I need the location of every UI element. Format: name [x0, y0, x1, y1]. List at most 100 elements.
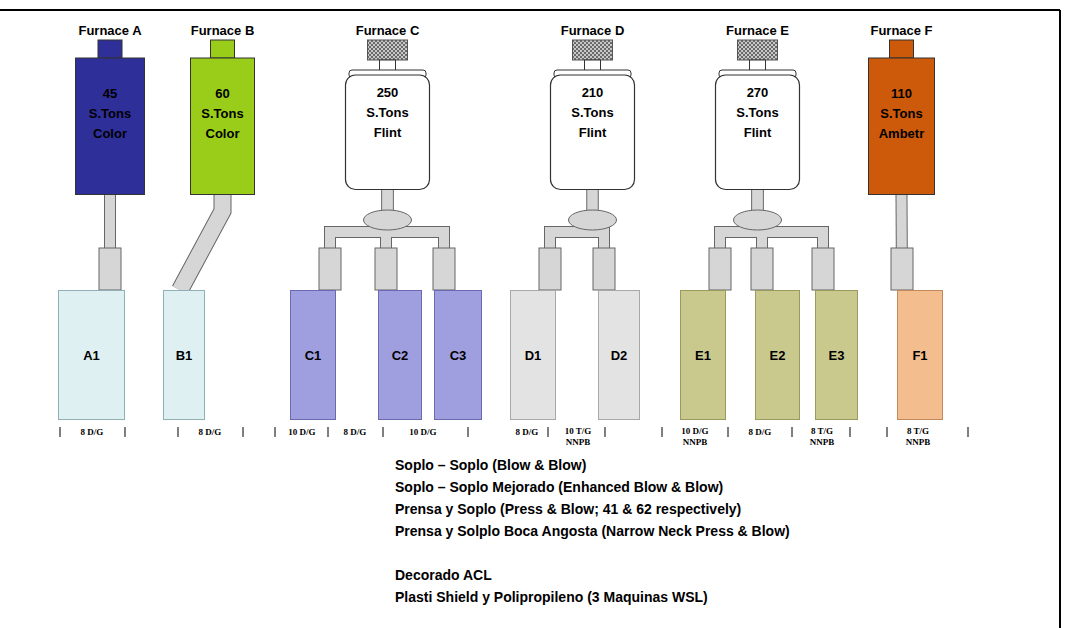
furnace-capacity: Color: [190, 124, 255, 144]
furnace-text-holder: 250S.TonsFlint: [345, 83, 430, 143]
distributor: [734, 210, 782, 230]
furnace-heading-holder: Furnace A: [78, 21, 141, 40]
furnace-name: Furnace F: [870, 23, 932, 38]
feeder-block: [751, 248, 773, 290]
furnace-text-holder: 110S.TonsAmbetr: [868, 84, 935, 144]
furnace-name: Furnace D: [561, 23, 625, 38]
feeder-casing: [180, 195, 223, 290]
machine-spec: 8 T/G NNPB: [802, 426, 842, 448]
machine-name: C2: [392, 348, 409, 363]
furnace-shape: [345, 18, 430, 190]
feeder-block: [375, 248, 397, 290]
furnace-box: Furnace B 60S.TonsColor: [190, 18, 255, 195]
furnace-box: Furnace C 250S.TonsFlint: [345, 18, 430, 190]
furnace-heading-holder: Furnace F: [870, 21, 932, 40]
machine-box: D1: [510, 290, 556, 420]
process-note: Prensa y Soplo (Press & Blow; 41 & 62 re…: [395, 500, 741, 518]
feeder-block: [99, 248, 121, 290]
furnace-text-holder: 45S.TonsColor: [75, 84, 145, 144]
process-note: Soplo – Soplo (Blow & Blow): [395, 456, 586, 474]
furnace-heading-holder: Furnace B: [191, 21, 255, 40]
machine-name: E3: [829, 348, 845, 363]
furnace-body: [346, 75, 430, 190]
feeder-block: [709, 248, 731, 290]
furnace-heading-holder: Furnace C: [356, 21, 420, 40]
furnace-capacity: 60: [190, 84, 255, 104]
machine-box: E3: [815, 290, 858, 420]
furnace-text-holder: 270S.TonsFlint: [715, 83, 800, 143]
machine-name: D1: [525, 348, 542, 363]
machine-name: E1: [695, 348, 711, 363]
frame-line: [0, 9, 1060, 11]
furnace-neck: [211, 40, 235, 58]
machine-spec: 8 D/G: [81, 427, 104, 438]
machine-box: C3: [434, 290, 482, 420]
furnace-capacity: 110: [868, 84, 935, 104]
feeder-block: [812, 248, 834, 290]
machine-name: E2: [770, 348, 786, 363]
machine-name: D2: [611, 348, 628, 363]
furnace-box: Furnace A 45S.TonsColor: [75, 18, 145, 195]
furnace-capacity: 270: [715, 83, 800, 103]
machine-box: E1: [680, 290, 726, 420]
furnace-box: Furnace F 110S.TonsAmbetr: [868, 18, 935, 195]
process-note: Decorado ACL: [395, 566, 492, 584]
machine-box: F1: [897, 290, 943, 420]
process-note: Soplo – Soplo Mejorado (Enhanced Blow & …: [395, 478, 723, 496]
burner-hood: [738, 40, 778, 60]
furnace-capacity: S.Tons: [715, 103, 800, 123]
machine-spec: 10 D/G NNPB: [675, 426, 715, 448]
machine-box: A1: [58, 290, 125, 420]
furnace-capacity: Flint: [345, 123, 430, 143]
furnace-name: Furnace B: [191, 23, 255, 38]
frame-line: [1059, 10, 1061, 628]
furnace-name: Furnace C: [356, 23, 420, 38]
furnace-heading-holder: Furnace E: [726, 21, 789, 40]
machine-name: C3: [450, 348, 467, 363]
furnace-body: [191, 58, 255, 195]
machine-box: C1: [290, 290, 336, 420]
furnace-body: [869, 58, 935, 195]
furnace-shape: [550, 18, 635, 190]
furnace-capacity: 250: [345, 83, 430, 103]
furnace-capacity: S.Tons: [75, 104, 145, 124]
furnace-capacity: Flint: [550, 123, 635, 143]
machine-spec: 8 D/G: [344, 427, 367, 438]
feeder-block: [319, 248, 341, 290]
machine-spec: 10 T/G NNPB: [558, 426, 598, 448]
furnace-capacity: S.Tons: [868, 104, 935, 124]
furnace-text-holder: 210S.TonsFlint: [550, 83, 635, 143]
feeder-block: [539, 248, 561, 290]
furnace-box: Furnace E 270S.TonsFlint: [715, 18, 800, 190]
machine-box: D2: [598, 290, 640, 420]
distributor: [569, 210, 617, 230]
furnace-capacity: S.Tons: [550, 103, 635, 123]
machine-name: B1: [176, 348, 193, 363]
machine-name: C1: [305, 348, 322, 363]
machine-spec: 8 D/G: [749, 427, 772, 438]
furnace-capacity: 210: [550, 83, 635, 103]
furnace-capacity: Ambetr: [868, 124, 935, 144]
machine-box: B1: [163, 290, 205, 420]
machine-box: C2: [378, 290, 422, 420]
furnace-capacity: Color: [75, 124, 145, 144]
distributor: [364, 210, 412, 230]
furnace-name: Furnace E: [726, 23, 789, 38]
machine-spec: 8 D/G: [199, 427, 222, 438]
machine-name: F1: [912, 348, 927, 363]
machine-spec: 10 D/G: [409, 427, 436, 438]
machine-name: A1: [83, 348, 100, 363]
feeder-block: [433, 248, 455, 290]
furnace-shape: [715, 18, 800, 190]
furnace-capacity: 45: [75, 84, 145, 104]
furnace-neck: [98, 40, 122, 58]
furnace-capacity: Flint: [715, 123, 800, 143]
process-note: Plasti Shield y Polipropileno (3 Maquina…: [395, 588, 708, 606]
furnace-text-holder: 60S.TonsColor: [190, 84, 255, 144]
feeder-block: [891, 248, 913, 290]
furnace-neck: [890, 40, 914, 58]
machine-spec: 8 D/G: [516, 427, 539, 438]
furnace-name: Furnace A: [78, 23, 141, 38]
furnace-body: [76, 58, 145, 195]
machine-spec: 10 D/G: [288, 427, 315, 438]
